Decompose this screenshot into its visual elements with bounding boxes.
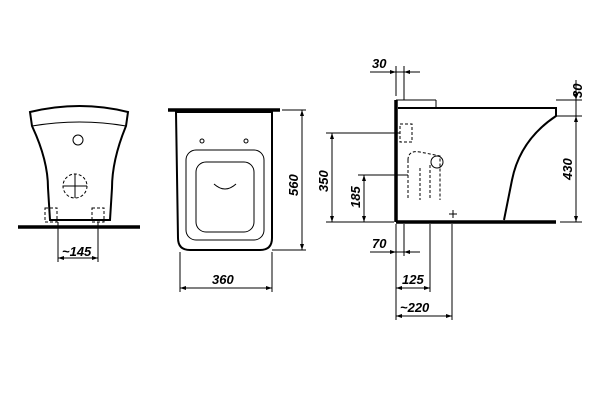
top-offset-label: 30 <box>372 56 387 71</box>
front-width-label: ~145 <box>62 244 92 259</box>
top-width-label: 360 <box>212 272 234 287</box>
outlet-height-label: 185 <box>348 186 363 208</box>
side-view: 30 30 430 350 185 70 125 ~220 <box>316 56 585 320</box>
front-view: ~145 <box>18 105 140 262</box>
outlet-offset-label: 70 <box>372 236 387 251</box>
rim-thickness-label: 30 <box>570 83 585 98</box>
floor-depth-label: ~220 <box>400 300 430 315</box>
top-view: 360 560 <box>168 108 306 292</box>
top-depth-label: 560 <box>286 174 301 196</box>
inlet-height-label: 350 <box>316 170 331 192</box>
height-label: 430 <box>560 158 575 181</box>
outlet-center-label: 125 <box>402 272 424 287</box>
